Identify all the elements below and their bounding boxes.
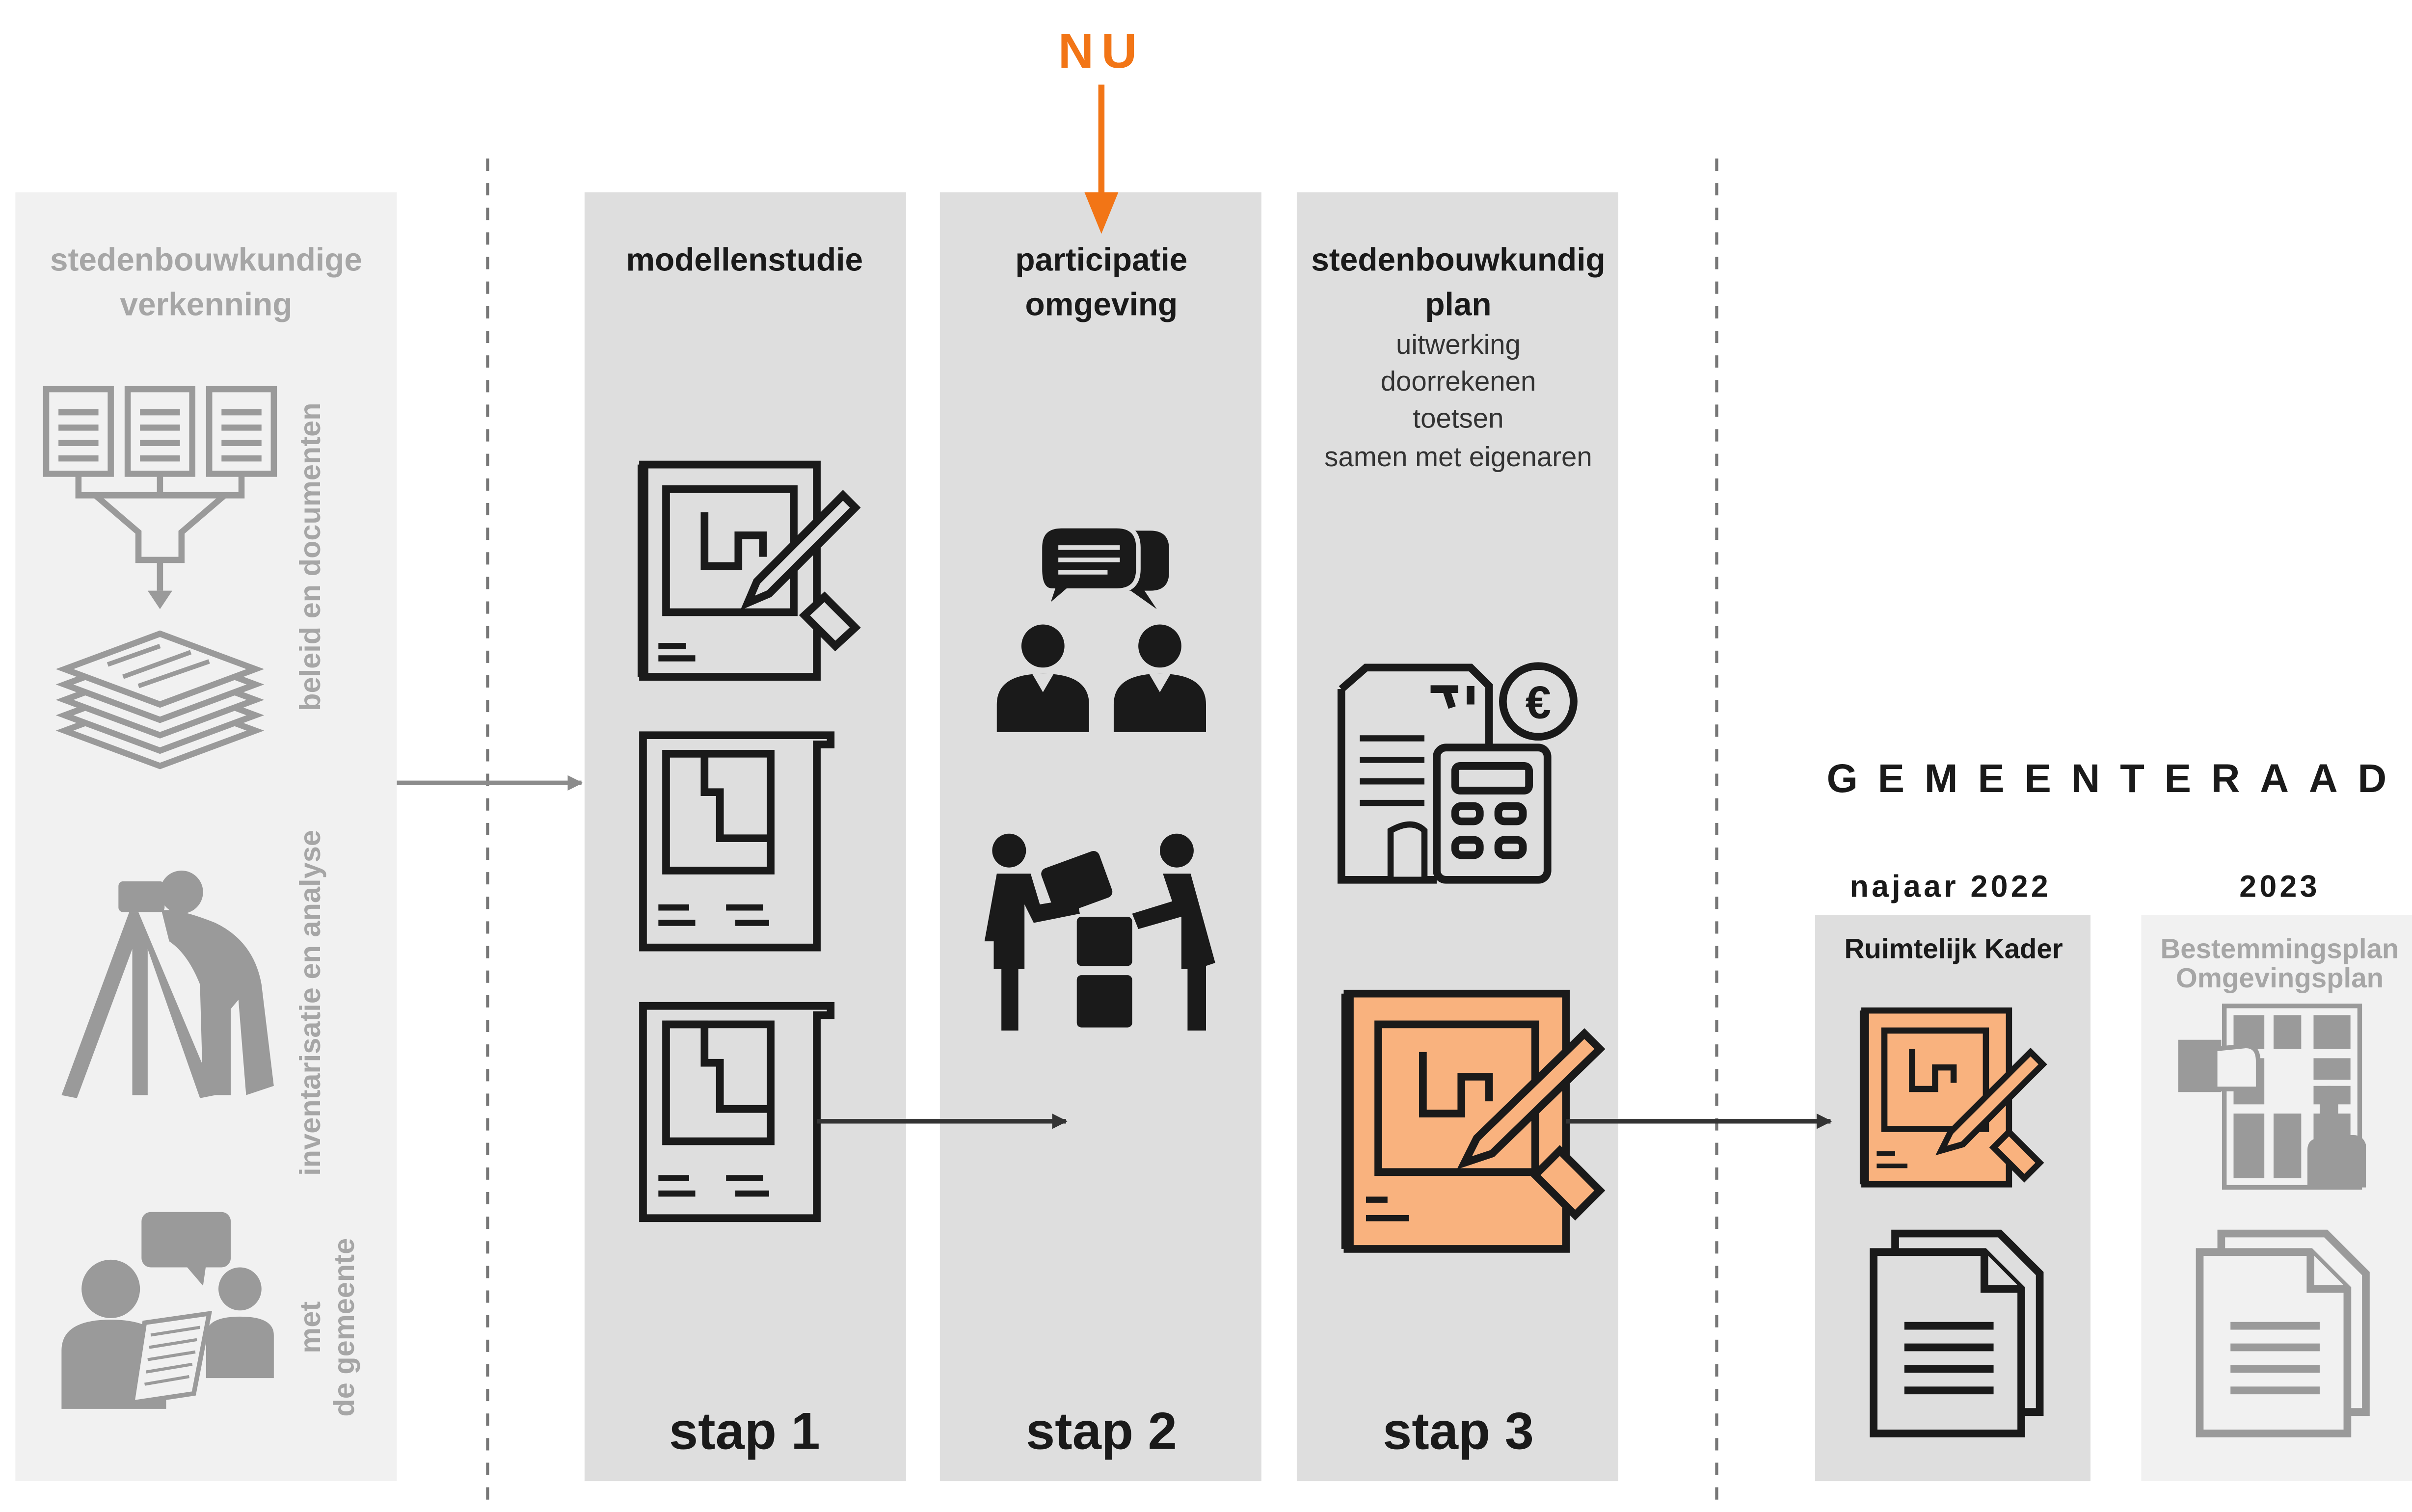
small-orange-blueprint-pen-icon	[1859, 1007, 2047, 1188]
gemeenteraad-title: GEMEENTERAAD	[1827, 756, 2407, 801]
period-najaar-2022: najaar 2022	[1850, 869, 2051, 903]
verkenning-title-2: verkenning	[120, 286, 292, 322]
meeting-icon	[61, 1212, 274, 1409]
now-arrow-head	[1084, 192, 1119, 234]
verkenning-title-1: stedenbouwkundige	[50, 241, 362, 278]
document-copy-icon	[1870, 1229, 2044, 1437]
side-label-inventarisatie: inventarisatie en analyse	[294, 830, 326, 1176]
blueprint-pen-icon	[638, 460, 861, 681]
omgevingsplan-title: Omgevingsplan	[2176, 962, 2384, 993]
orange-blueprint-pen-icon	[1341, 989, 1606, 1253]
down-arrow-icon	[147, 590, 172, 610]
side-label-beleid: beleid en documenten	[294, 402, 326, 711]
svg-text:€: €	[1526, 677, 1551, 728]
step3-sub-toetsen: toetsen	[1413, 402, 1503, 433]
surveyor-icon	[61, 870, 274, 1098]
calculator-invoice-icon: €	[1337, 662, 1578, 884]
step3-title-1: stedenbouwkundig	[1311, 241, 1605, 278]
now-label: NU	[1058, 24, 1145, 79]
step2-panel	[939, 192, 1261, 1482]
step2-title-2: omgeving	[1025, 286, 1178, 322]
map-touch-icon	[2178, 1004, 2366, 1190]
side-label-gemeente: de gemeente	[327, 1238, 360, 1417]
step2-title-1: participatie	[1015, 241, 1187, 278]
step3-sub-doorrekenen: doorrekenen	[1381, 366, 1536, 397]
period-2023: 2023	[2239, 869, 2320, 903]
side-label-met: met	[294, 1301, 326, 1353]
paper-stack-icon	[55, 630, 265, 769]
blueprint-icon-2	[639, 1002, 835, 1222]
blueprint-icon	[639, 731, 835, 952]
step3-title-2: plan	[1425, 286, 1491, 322]
chat-people-icon	[996, 524, 1206, 732]
step2-footer: stap 2	[1026, 1402, 1177, 1460]
step3-sub-uitwerking: uitwerking	[1396, 329, 1521, 360]
ruimtelijk-kader-title: Ruimtelijk Kader	[1845, 933, 2063, 964]
bestemmingsplan-title: Bestemmingsplan	[2161, 933, 2399, 964]
documents-funnel-icon	[43, 386, 277, 591]
grey-document-copy-icon	[2196, 1229, 2370, 1437]
step3-footer: stap 3	[1383, 1402, 1534, 1460]
step1-title: modellenstudie	[626, 241, 863, 278]
step3-sub-eigenaren: samen met eigenaren	[1324, 441, 1592, 472]
step1-footer: stap 1	[669, 1402, 820, 1460]
handshake-blocks-icon	[984, 833, 1215, 1031]
